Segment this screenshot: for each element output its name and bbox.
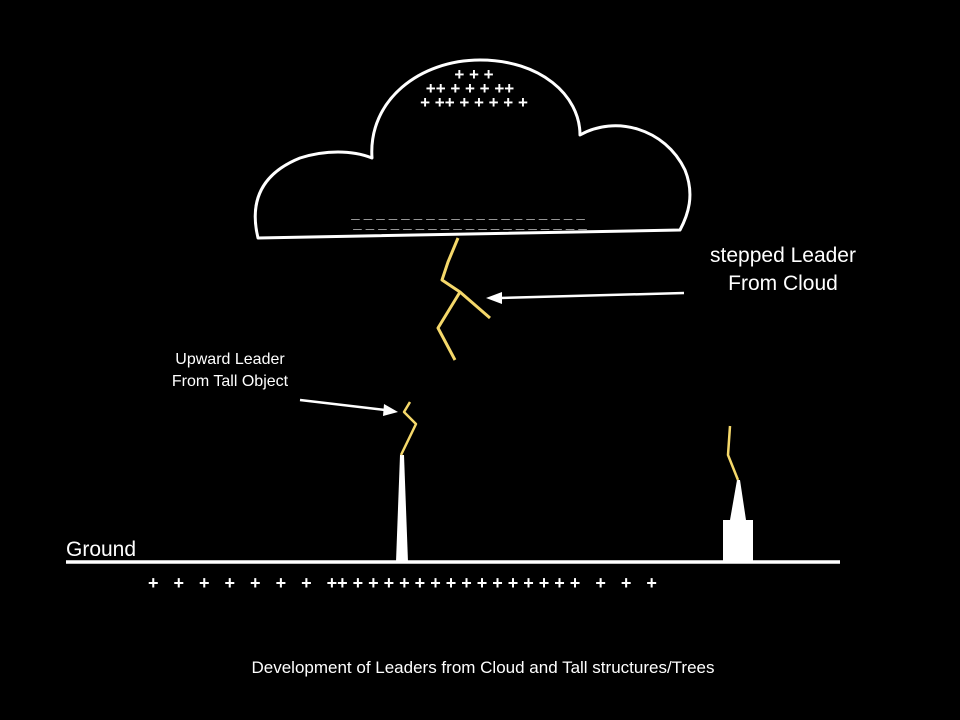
stepped-leader-arrowhead [486, 292, 502, 304]
cloud-positive-row-3: + ++ + + + + + [420, 93, 528, 112]
stepped-leader-arrow-line [499, 291, 685, 300]
stepped-leader-label-line1: stepped Leader [710, 244, 856, 267]
cloud-negative-row-1: _ _ _ _ _ _ _ _ _ _ _ _ _ _ _ _ _ _ _ [350, 205, 585, 222]
ground-positive-charges: + + + + + + + ++ + + + + + + + + + + + +… [148, 573, 657, 593]
diagram-caption: Development of Leaders from Cloud and Ta… [251, 658, 714, 677]
upward-leader-bolt-left [399, 401, 418, 456]
stepped-leader-branch [459, 290, 491, 320]
tall-object [396, 455, 408, 562]
building-spire [730, 480, 746, 520]
cloud-negative-row-2: _ _ _ _ _ _ _ _ _ _ _ _ _ _ _ _ _ _ _ [352, 215, 587, 232]
stepped-leader-bolt [436, 237, 462, 361]
upward-leader-arrow-line [299, 398, 386, 412]
upward-leader-bolt-right [726, 425, 740, 481]
cloud-positive-row-1: + + + [454, 65, 493, 84]
cloud-positive-row-2: ++ + + + ++ [426, 79, 514, 98]
cloud-outline [253, 58, 692, 240]
upward-leader-label-line2: From Tall Object [172, 373, 289, 390]
upward-leader-label-line1: Upward Leader [175, 351, 285, 368]
stepped-leader-label-line2: From Cloud [728, 272, 838, 295]
ground-label: Ground [66, 538, 136, 561]
building [723, 520, 753, 562]
upward-leader-arrowhead [383, 404, 398, 416]
